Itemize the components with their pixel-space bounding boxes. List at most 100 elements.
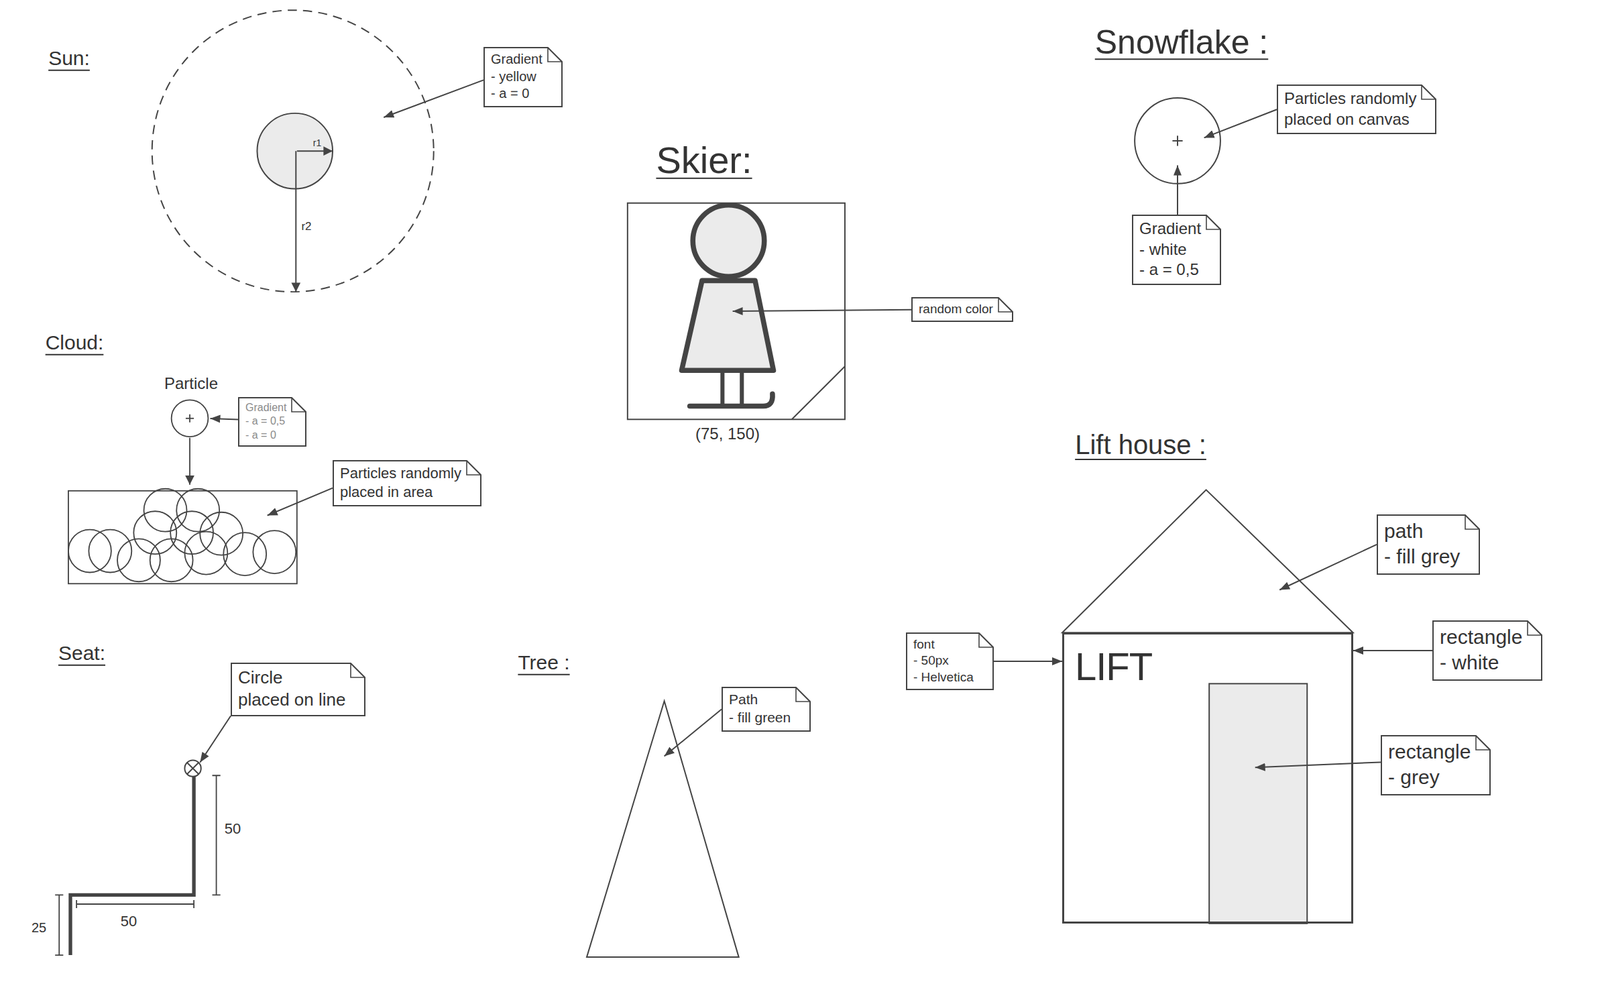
skier-ski bbox=[690, 393, 773, 406]
note-fold bbox=[1206, 215, 1221, 230]
note-fold bbox=[1465, 515, 1480, 530]
seat-pivot bbox=[184, 759, 201, 776]
house-roof bbox=[1062, 489, 1354, 633]
leader-line bbox=[1279, 544, 1377, 591]
note-text: - a = 0 bbox=[490, 85, 543, 103]
note-text: - fill grey bbox=[1384, 543, 1460, 570]
radius-arrow bbox=[295, 150, 297, 292]
cloud-particle bbox=[252, 530, 296, 574]
part-label: Particle bbox=[164, 374, 218, 393]
house-door bbox=[1209, 683, 1307, 924]
note-border bbox=[1433, 620, 1542, 680]
cloud-particle bbox=[199, 512, 243, 556]
note-callout: Path- fill green bbox=[721, 686, 811, 732]
dimension-label: r1 bbox=[313, 137, 322, 149]
note-text: - a = 0,5 bbox=[245, 414, 287, 428]
note-text: placed in area bbox=[339, 482, 462, 502]
seat-figure bbox=[54, 759, 221, 955]
note-text: Gradient bbox=[245, 401, 287, 415]
dimension-label: 25 bbox=[31, 920, 47, 936]
note-callout: Gradient- yellow- a = 0 bbox=[483, 46, 563, 108]
note-callout: font- 50px- Helvetica bbox=[905, 632, 994, 691]
note-text: - grey bbox=[1388, 764, 1471, 790]
note-text: random color bbox=[918, 301, 994, 318]
cloud-particle bbox=[144, 488, 188, 532]
leader-line bbox=[664, 708, 722, 756]
section-heading: Tree : bbox=[517, 651, 570, 675]
dimension-label: 50 bbox=[120, 912, 137, 930]
note-text: Gradient bbox=[1139, 218, 1202, 240]
dimension-line bbox=[76, 899, 194, 908]
flow-arrow bbox=[189, 437, 191, 485]
cloud-particle bbox=[184, 531, 228, 575]
sun-figure bbox=[152, 10, 434, 292]
note-fold bbox=[998, 297, 1013, 312]
note-text: placed on canvas bbox=[1284, 109, 1417, 131]
particle-circle bbox=[171, 399, 209, 437]
leader-line bbox=[1255, 761, 1381, 768]
note-border bbox=[1381, 735, 1491, 795]
note-fold bbox=[291, 397, 306, 412]
center-mark bbox=[189, 414, 191, 423]
cloud-particle bbox=[223, 532, 267, 576]
leader-line bbox=[210, 418, 239, 420]
cloud-particle bbox=[68, 529, 112, 573]
note-callout: Particles randomlyplaced in area bbox=[332, 460, 482, 507]
note-callout: Circleplaced on line bbox=[230, 662, 366, 717]
note-callout: path- fill grey bbox=[1376, 514, 1480, 575]
skier-leg bbox=[720, 372, 725, 406]
note-border bbox=[238, 397, 306, 446]
seat-line bbox=[70, 776, 194, 955]
section-heading: Snowflake : bbox=[1095, 23, 1269, 63]
note-text: - a = 0 bbox=[245, 428, 287, 442]
cloud-particle bbox=[88, 529, 132, 573]
note-border bbox=[1377, 515, 1480, 575]
note-border bbox=[1132, 215, 1221, 285]
note-fold bbox=[350, 663, 365, 678]
section-heading: Seat: bbox=[58, 641, 106, 666]
note-fold bbox=[1527, 620, 1542, 636]
leader-line bbox=[383, 79, 484, 118]
radius-arrow bbox=[297, 150, 333, 152]
note-callout: rectangle- white bbox=[1432, 620, 1543, 681]
dimension-line bbox=[54, 894, 64, 955]
note-border bbox=[333, 460, 481, 506]
note-fold bbox=[547, 47, 562, 62]
tree-triangle bbox=[586, 700, 739, 957]
note-callout: Gradient- a = 0,5- a = 0 bbox=[238, 396, 307, 447]
note-text: - 50px bbox=[913, 652, 974, 669]
pivot-cross bbox=[187, 762, 199, 774]
leader-line bbox=[267, 488, 333, 516]
section-heading: Sun: bbox=[48, 46, 90, 71]
note-border bbox=[1277, 85, 1436, 134]
note-text: - white bbox=[1139, 239, 1202, 261]
pivot-cross bbox=[187, 762, 199, 774]
leader-line bbox=[732, 309, 912, 312]
center-mark bbox=[1176, 135, 1179, 146]
skier-head bbox=[692, 205, 765, 277]
dimension-line bbox=[212, 775, 221, 895]
note-border bbox=[484, 47, 562, 107]
skier-body bbox=[681, 280, 774, 371]
house-sign: LIFT bbox=[1074, 647, 1153, 687]
connector-arrow bbox=[993, 660, 1063, 662]
note-text: rectangle bbox=[1388, 738, 1471, 765]
note-callout: random color bbox=[911, 297, 1014, 322]
note-fold bbox=[1421, 85, 1436, 100]
note-text: - white bbox=[1439, 649, 1523, 676]
note-fold bbox=[1475, 735, 1491, 750]
section-heading: Lift house : bbox=[1074, 429, 1207, 461]
note-text: - yellow bbox=[490, 68, 543, 86]
cloud-particle bbox=[117, 538, 161, 582]
sun-inner-circle bbox=[256, 113, 333, 190]
note-callout: rectangle- grey bbox=[1380, 734, 1491, 796]
note-fold bbox=[466, 460, 481, 475]
lift-house-figure bbox=[1062, 489, 1354, 924]
note-text: - Helvetica bbox=[913, 669, 974, 686]
note-text: Particles randomly bbox=[339, 464, 462, 483]
note-border bbox=[722, 687, 811, 731]
cloud-particle bbox=[176, 488, 220, 532]
note-fold bbox=[795, 687, 811, 702]
note-text: Particles randomly bbox=[1284, 88, 1417, 110]
